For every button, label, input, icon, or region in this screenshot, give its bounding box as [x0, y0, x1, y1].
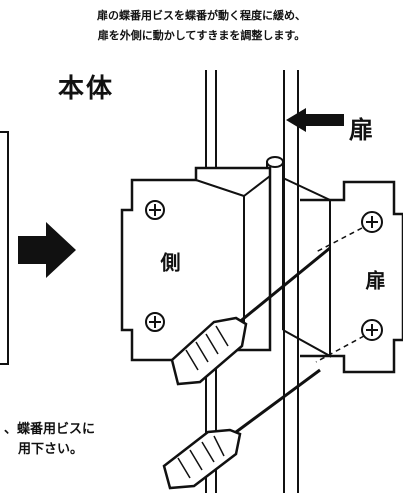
screw-icon	[361, 319, 383, 341]
hinge-pin	[266, 156, 284, 168]
body-hinge-plate	[120, 166, 272, 362]
screwdriver-icon	[162, 368, 321, 490]
door-arrow-icon	[286, 108, 344, 132]
screwdriver-icon	[170, 246, 331, 386]
door-side-label: 扉	[362, 270, 386, 290]
guide-lines	[315, 227, 365, 363]
screw-icon	[145, 312, 165, 332]
screw-icon	[361, 211, 383, 233]
instruction-line-1: 扉の蝶番用ビスを蝶番が動く程度に緩め、	[97, 9, 306, 22]
right-arrow-icon	[18, 222, 76, 278]
door-label: 扉	[349, 116, 373, 144]
body-label: 本体	[58, 74, 115, 104]
instruction-line-2: 扉を外側に動かしてすきまを調整します。	[97, 29, 306, 42]
body-side-label: 側	[157, 252, 181, 272]
screw-icon	[145, 200, 165, 220]
instruction-text: 扉の蝶番用ビスを蝶番が動く程度に緩め、 扉を外側に動かしてすきまを調整します。	[0, 6, 403, 46]
bottom-note: 、蝶番用ビスに 用下さい。	[0, 420, 95, 460]
bottom-note-line-2: 用下さい。	[18, 442, 84, 457]
bottom-note-line-1: 、蝶番用ビスに	[4, 422, 96, 437]
left-panel-frame	[0, 131, 9, 365]
